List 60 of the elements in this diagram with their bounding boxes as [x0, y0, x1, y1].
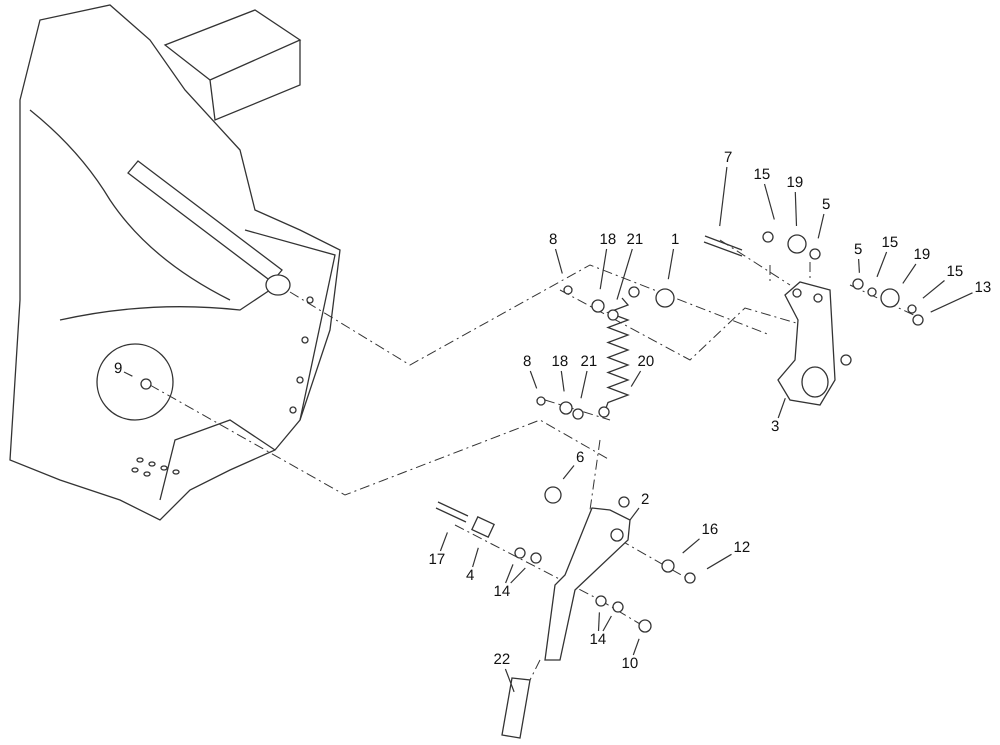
callout-number: 13	[972, 279, 994, 297]
callout-number: 10	[620, 655, 640, 673]
callout-number: 20	[636, 353, 656, 371]
callout-number: 18	[598, 231, 618, 249]
leader-line	[616, 248, 633, 300]
leader-line	[764, 184, 775, 220]
callout-number: 19	[912, 246, 932, 264]
callout-number: 4	[464, 567, 476, 585]
callout-number: 5	[820, 196, 832, 214]
leader-line	[560, 370, 565, 392]
leader-line	[902, 264, 916, 284]
callout-number: 6	[574, 449, 586, 467]
leader-line	[778, 398, 786, 418]
leader-line	[858, 258, 860, 273]
leader-line	[530, 370, 538, 389]
leader-line	[580, 370, 588, 398]
callout-number: 12	[732, 539, 752, 557]
callout-number: 17	[426, 551, 448, 569]
leader-line	[794, 192, 798, 226]
leader-line	[505, 564, 514, 584]
leader-line	[630, 508, 640, 520]
leader-line	[630, 370, 642, 387]
leader-line	[719, 166, 728, 226]
leader-line	[632, 638, 640, 656]
leader-line	[562, 465, 574, 480]
leader-line	[876, 252, 888, 278]
leader-line	[472, 548, 479, 568]
callout-number: 15	[752, 166, 772, 184]
leader-line	[922, 280, 945, 299]
leader-line	[440, 532, 448, 552]
callout-number: 3	[769, 418, 782, 436]
callout-number: 21	[578, 353, 600, 371]
leader-line	[554, 248, 563, 274]
leader-line	[124, 371, 133, 377]
callout-number: 21	[624, 231, 646, 249]
callout-number: 7	[722, 149, 734, 167]
callout-number: 15	[880, 234, 900, 252]
leader-line	[930, 292, 973, 313]
leader-line	[668, 248, 674, 280]
leader-line	[598, 612, 600, 632]
callout-number: 9	[112, 360, 124, 378]
callout-number: 5	[852, 241, 864, 259]
callout-number: 2	[639, 491, 652, 509]
leader-line	[600, 248, 608, 290]
callout-number: 15	[944, 263, 966, 281]
callout-number: 8	[547, 231, 560, 249]
callout-number: 22	[492, 651, 512, 669]
callout-number: 14	[588, 631, 608, 649]
callout-number: 18	[550, 353, 570, 371]
callout-number: 16	[700, 521, 720, 539]
callout-number: 8	[521, 353, 534, 371]
leader-line	[504, 668, 515, 692]
callout-number: 14	[492, 583, 512, 601]
leader-line	[510, 568, 526, 584]
callout-number: 19	[784, 174, 806, 192]
leader-line	[682, 538, 700, 554]
leader-line	[602, 616, 612, 632]
callout-number: 1	[669, 231, 682, 249]
leader-line	[706, 554, 732, 570]
leader-line	[818, 214, 824, 239]
